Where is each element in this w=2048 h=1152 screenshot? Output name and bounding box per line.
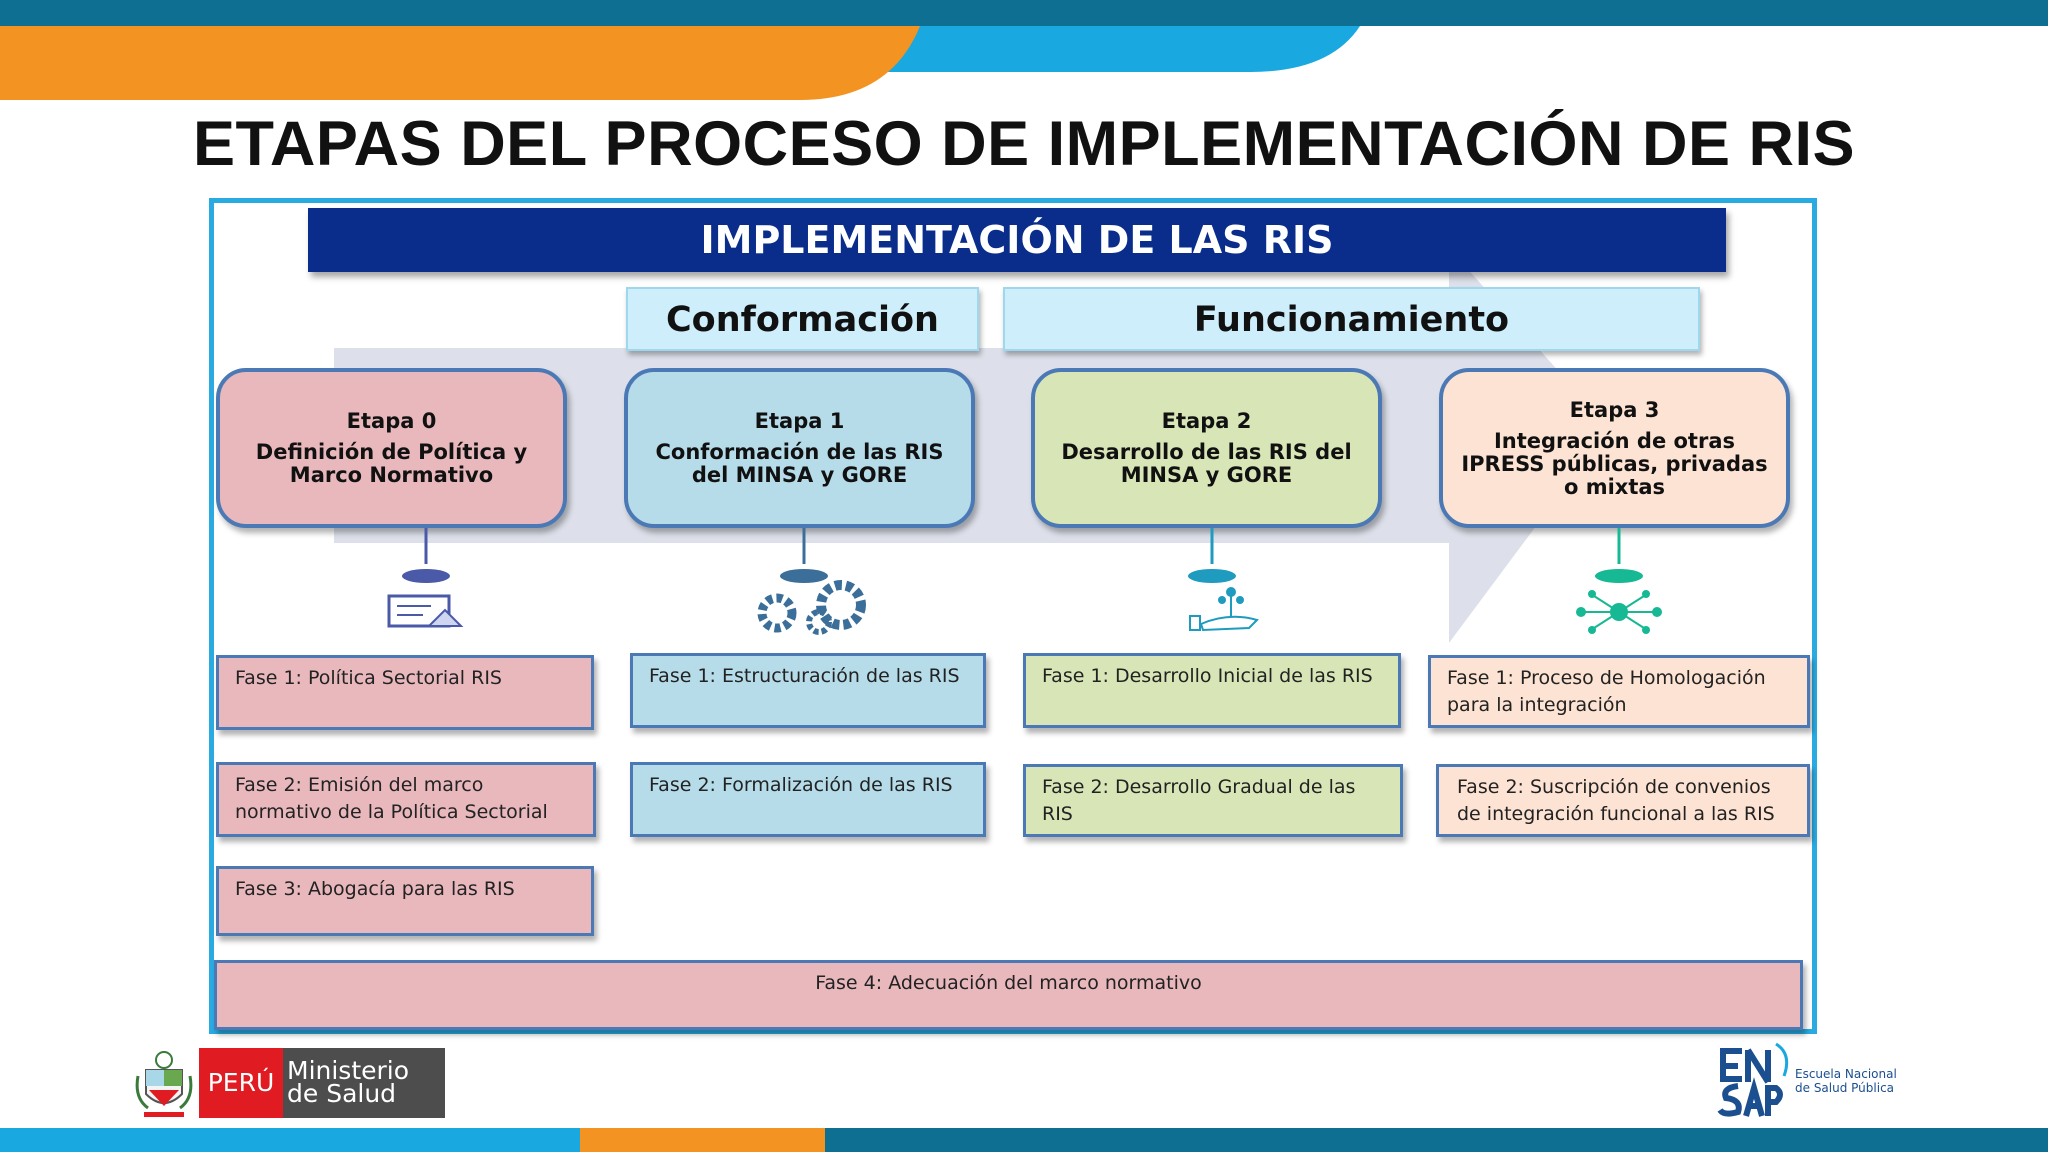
etapa-3-box: Etapa 3 Integración de otras IPRESS públ…: [1439, 368, 1790, 528]
etapa-0-title: Etapa 0: [346, 409, 437, 433]
top-wave-decoration: [0, 26, 1360, 100]
ensap-label: Escuela Nacional de Salud Pública: [1795, 1067, 1935, 1095]
fase-e1-1: Fase 1: Estructuración de las RIS: [630, 653, 986, 728]
ministerio-label: Ministerio de Salud: [283, 1048, 445, 1118]
bottom-color-bar: [0, 1128, 2048, 1152]
fase-e0-3: Fase 3: Abogacía para las RIS: [216, 866, 594, 936]
document-icon: [387, 528, 464, 628]
etapa-3-desc: Integración de otras IPRESS públicas, pr…: [1461, 428, 1768, 499]
ensap-line-1: Escuela Nacional: [1795, 1067, 1897, 1081]
etapa-1-desc: Conformación de las RIS del MINSA y GORE: [655, 440, 944, 487]
etapa-1-box: Etapa 1 Conformación de las RIS del MINS…: [624, 368, 975, 528]
fase-e0-2: Fase 2: Emisión del marco normativo de l…: [216, 762, 596, 837]
implementation-banner: IMPLEMENTACIÓN DE LAS RIS: [308, 208, 1726, 272]
etapa-2-title: Etapa 2: [1161, 409, 1252, 433]
fase-e2-2: Fase 2: Desarrollo Gradual de las RIS: [1023, 764, 1403, 837]
fase-e3-1: Fase 1: Proceso de Homologación para la …: [1428, 655, 1810, 728]
fase-e3-2: Fase 2: Suscripción de convenios de inte…: [1436, 764, 1810, 837]
fase-e2-1: Fase 1: Desarrollo Inicial de las RIS: [1023, 653, 1401, 728]
peru-coat-of-arms-icon: [135, 1051, 193, 1117]
etapa-1-title: Etapa 1: [754, 409, 845, 433]
network-icon: [1576, 528, 1662, 634]
fase-4-bar: Fase 4: Adecuación del marco normativo: [214, 960, 1803, 1030]
phase-conformacion: Conformación: [626, 287, 979, 351]
fase-e1-2: Fase 2: Formalización de las RIS: [630, 762, 986, 837]
phase-funcionamiento: Funcionamiento: [1003, 287, 1700, 351]
slide-title: ETAPAS DEL PROCESO DE IMPLEMENTACIÓN DE …: [193, 109, 1855, 179]
ensap-line-2: de Salud Pública: [1795, 1081, 1895, 1095]
ministerio-line-2: de Salud: [287, 1079, 397, 1108]
ensap-logo-icon: [1717, 1042, 1789, 1117]
etapa-0-desc: Definición de Política y Marco Normativo: [255, 440, 528, 487]
fase-e0-1: Fase 1: Política Sectorial RIS: [216, 655, 594, 730]
top-teal-bar: [0, 0, 2048, 26]
ministerio-line-1: Ministerio: [287, 1056, 410, 1085]
etapa-0-box: Etapa 0 Definición de Política y Marco N…: [216, 368, 567, 528]
etapa-2-desc: Desarrollo de las RIS del MINSA y GORE: [1061, 440, 1352, 487]
etapa-3-title: Etapa 3: [1569, 397, 1660, 422]
gears-icon: [757, 528, 866, 635]
peru-label: PERÚ: [199, 1048, 283, 1118]
etapa-icons: [387, 528, 1662, 635]
hand-plant-icon: [1188, 528, 1259, 632]
etapa-2-box: Etapa 2 Desarrollo de las RIS del MINSA …: [1031, 368, 1382, 528]
